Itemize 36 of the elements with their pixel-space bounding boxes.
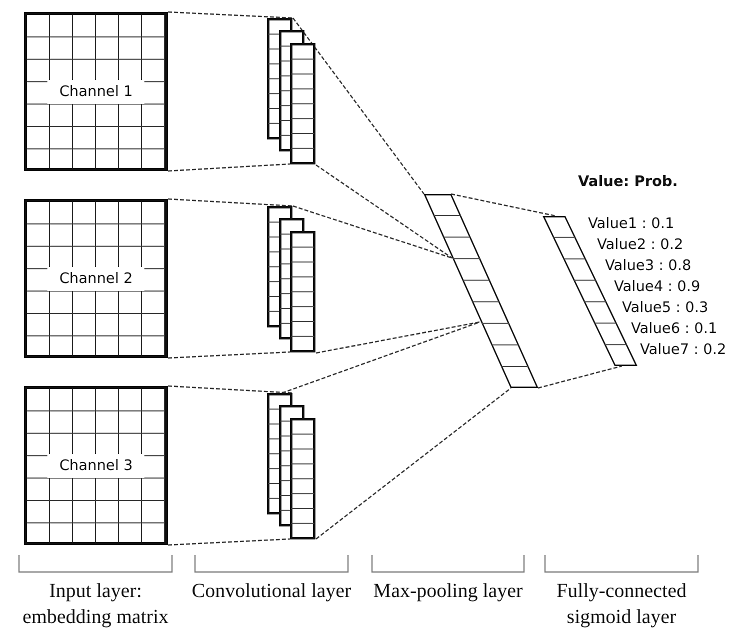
layer-caption: Fully-connected sigmoid layer xyxy=(556,579,688,630)
dashed-line xyxy=(316,321,480,354)
dashed-line xyxy=(450,193,556,217)
dashed-line xyxy=(168,198,294,207)
layer-caption: Max-pooling layer xyxy=(372,579,524,604)
dashed-line xyxy=(168,538,290,546)
dashed-line xyxy=(168,385,294,394)
dashed-line xyxy=(292,18,425,194)
feature-map-stack xyxy=(267,206,316,353)
dashed-line xyxy=(168,163,290,172)
matrix-grid xyxy=(24,386,168,545)
matrix-grid xyxy=(24,199,168,358)
channel-label: Channel 2 xyxy=(47,266,145,290)
layer-caption: Input layer: embedding matrix xyxy=(21,579,170,630)
dashed-line xyxy=(168,351,290,359)
matrix-grid xyxy=(24,12,168,171)
vector-bar xyxy=(424,194,538,388)
layer-caption: Convolutional layer xyxy=(190,579,352,604)
dashed-line xyxy=(292,205,452,259)
dashed-line xyxy=(282,321,480,394)
feature-map-stack xyxy=(267,18,316,165)
dashed-line xyxy=(538,365,622,389)
value-label: Value4 : 0.9 xyxy=(614,279,700,295)
dashed-line xyxy=(168,11,294,19)
value-label: Value7 : 0.2 xyxy=(640,342,726,358)
legend-heading: Value: Prob. xyxy=(578,174,678,190)
value-label: Value2 : 0.2 xyxy=(597,237,684,253)
value-label: Value6 : 0.1 xyxy=(631,321,718,337)
dashed-line xyxy=(316,387,512,540)
channel-label: Channel 3 xyxy=(47,454,145,478)
value-label: Value1 : 0.1 xyxy=(588,216,674,232)
dashed-line xyxy=(316,164,452,259)
value-label: Value5 : 0.3 xyxy=(622,300,708,316)
value-label: Value3 : 0.8 xyxy=(605,258,692,274)
feature-map-stack xyxy=(267,393,316,540)
channel-label: Channel 1 xyxy=(47,80,145,104)
